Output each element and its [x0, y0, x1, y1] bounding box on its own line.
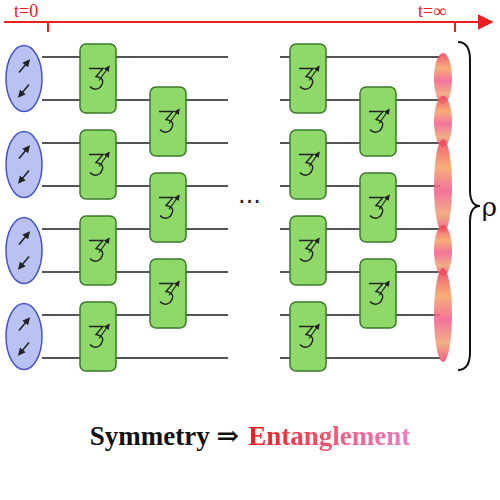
gate-symbol — [299, 241, 313, 262]
spin-arrow — [19, 85, 29, 97]
spin-arrow — [19, 233, 29, 245]
gate-arrow — [99, 239, 109, 253]
gate-box — [360, 259, 396, 328]
state-blob — [434, 268, 452, 362]
bracket — [458, 42, 480, 370]
gate-arrow — [309, 153, 319, 167]
gate — [360, 87, 396, 156]
spin-arrow — [19, 343, 29, 355]
gate — [290, 302, 326, 371]
gate-arrow — [309, 67, 319, 81]
gate — [80, 216, 116, 285]
gate-arrow — [379, 282, 389, 296]
qubit-wire — [42, 271, 228, 273]
gate — [290, 44, 326, 113]
gate — [360, 259, 396, 328]
caption-row: Symmetry ⇒ Entanglement — [0, 420, 500, 452]
gate — [80, 130, 116, 199]
gate-box — [150, 87, 186, 156]
caption-highlight: Entanglement — [248, 420, 410, 452]
gate-arrow — [379, 196, 389, 210]
gate-arrow — [99, 67, 109, 81]
gate-box — [150, 173, 186, 242]
spin-arrow — [19, 61, 29, 73]
gate-arrow — [99, 325, 109, 339]
time-arrow — [4, 21, 492, 23]
gate-symbol — [369, 198, 383, 219]
gate-symbol — [89, 241, 103, 262]
gate-box — [360, 87, 396, 156]
ellipsis: ··· — [238, 190, 261, 214]
gate-arrow — [169, 110, 179, 124]
qubit-wire — [42, 56, 228, 58]
pair-ellipse — [6, 304, 42, 370]
gate — [80, 44, 116, 113]
gate-box — [360, 173, 396, 242]
gate-box — [290, 216, 326, 285]
qubit-wire — [42, 314, 228, 316]
gate-arrow — [169, 282, 179, 296]
gate — [80, 302, 116, 371]
gate — [290, 216, 326, 285]
gate-arrow — [379, 110, 389, 124]
gate-symbol — [159, 198, 173, 219]
gate-arrow — [99, 153, 109, 167]
gate-arrow — [169, 196, 179, 210]
gate-symbol — [89, 69, 103, 90]
gate-symbol — [369, 112, 383, 133]
spin-arrow — [19, 147, 29, 159]
gate-symbol — [159, 284, 173, 305]
gate-arrow — [309, 325, 319, 339]
gate-symbol — [369, 284, 383, 305]
gate-box — [80, 302, 116, 371]
gate-symbol — [89, 327, 103, 348]
spin-pair — [6, 304, 42, 370]
time-tick — [454, 22, 456, 32]
spin-arrow — [19, 171, 29, 183]
state-blob — [434, 139, 452, 233]
gate-box — [290, 44, 326, 113]
gate-arrow — [309, 239, 319, 253]
time-axis — [4, 22, 492, 32]
qubit-wire — [42, 185, 228, 187]
gate — [150, 173, 186, 242]
pair-ellipse — [6, 132, 42, 198]
pair-ellipse — [6, 46, 42, 112]
time-label: t=0 — [14, 2, 38, 20]
time-tick — [47, 22, 49, 32]
qubit-wire — [42, 357, 228, 359]
gate — [150, 87, 186, 156]
qubit-wire — [42, 228, 228, 230]
gate — [290, 130, 326, 199]
gate-box — [290, 130, 326, 199]
spin-pair — [6, 132, 42, 198]
spin-pair — [6, 46, 42, 112]
spin-arrow — [19, 319, 29, 331]
density-matrix-symbol: ρ — [482, 194, 497, 220]
caption-text: Symmetry ⇒ — [90, 420, 239, 452]
gate-box — [80, 216, 116, 285]
gate-box — [80, 130, 116, 199]
spin-arrow — [19, 257, 29, 269]
spin-pair — [6, 218, 42, 284]
time-label: t=∞ — [418, 2, 446, 20]
pair-ellipse — [6, 218, 42, 284]
gate-symbol — [159, 112, 173, 133]
gate-symbol — [299, 69, 313, 90]
gate — [150, 259, 186, 328]
gate-box — [290, 302, 326, 371]
gate — [360, 173, 396, 242]
gate-box — [80, 44, 116, 113]
qubit-wire — [42, 142, 228, 144]
gate-box — [150, 259, 186, 328]
gate-symbol — [299, 327, 313, 348]
qubit-wire — [42, 99, 228, 101]
gate-symbol — [89, 155, 103, 176]
gate-symbol — [299, 155, 313, 176]
